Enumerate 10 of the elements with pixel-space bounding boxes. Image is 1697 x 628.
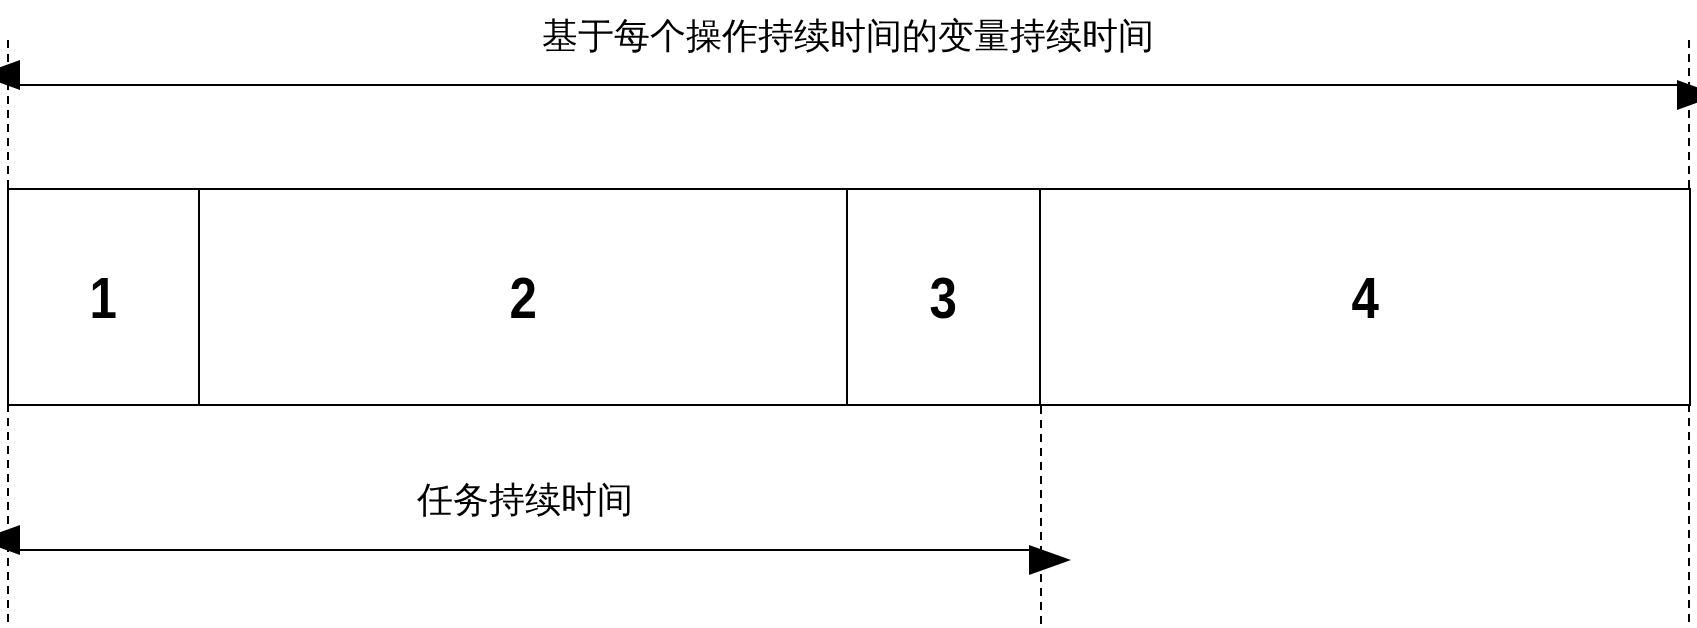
segment-box	[7, 188, 200, 406]
dimension-label: 基于每个操作持续时间的变量持续时间	[542, 14, 1154, 58]
dimension-label: 任务持续时间	[417, 478, 633, 522]
segment-number: 3	[929, 263, 958, 331]
segment-number: 2	[509, 263, 537, 331]
segment-box	[846, 188, 1041, 406]
segment-number: 4	[1351, 263, 1379, 331]
segment-box	[1039, 188, 1691, 406]
segment-box	[198, 188, 848, 406]
segment-number: 1	[89, 263, 118, 331]
